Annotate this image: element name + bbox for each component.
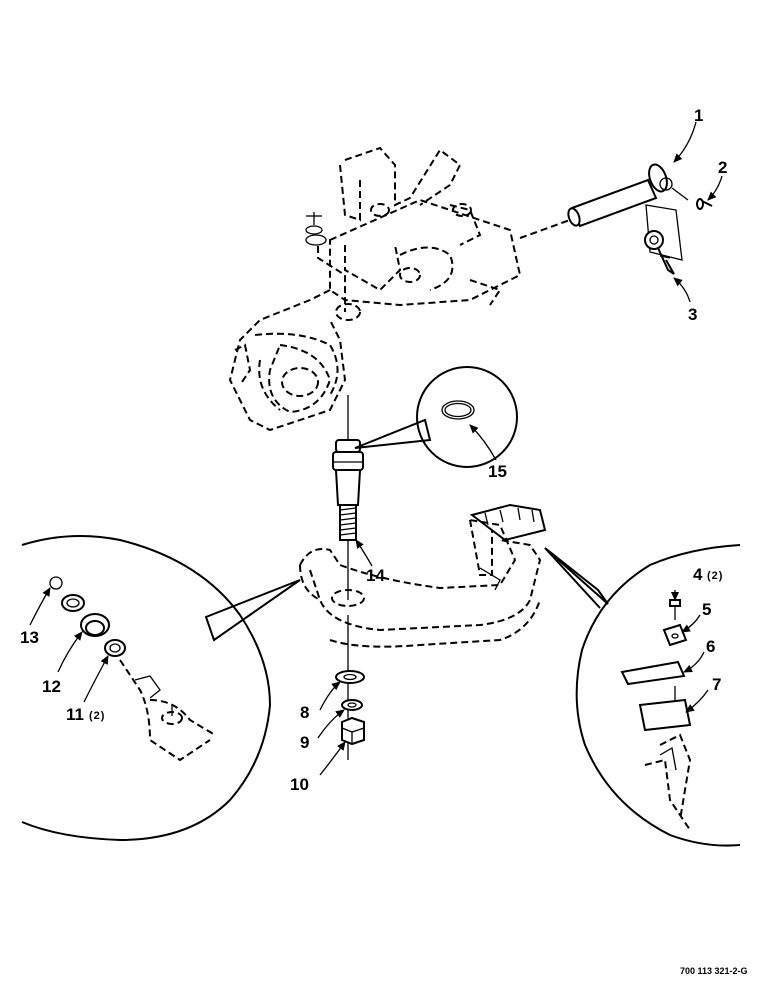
leader-lines — [29, 121, 723, 776]
callout-11: 11 — [66, 705, 84, 724]
callout-9: 9 — [300, 733, 309, 752]
document-id: 700 113 321-2-G — [680, 966, 748, 976]
left-detail-view — [21, 535, 301, 842]
callout-1: 1 — [694, 106, 703, 125]
o-ring-detail-view — [354, 366, 518, 468]
upper-frame-bracket — [228, 146, 522, 432]
right-detail-view — [544, 544, 741, 847]
callout-4: 4 — [693, 565, 703, 584]
callout-11-quantity: (2) — [89, 710, 105, 722]
callout-15: 15 — [488, 462, 507, 481]
callout-8: 8 — [300, 703, 309, 722]
callout-7: 7 — [712, 675, 721, 694]
callout-2: 2 — [718, 158, 727, 177]
callout-14: 14 — [366, 566, 385, 585]
callout-13: 13 — [20, 628, 39, 647]
callout-5: 5 — [702, 600, 711, 619]
callout-4-quantity: (2) — [707, 570, 723, 582]
frame-fastener — [305, 212, 346, 312]
spindle — [332, 395, 364, 600]
callout-10: 10 — [290, 775, 309, 794]
callout-3: 3 — [688, 305, 697, 324]
callout-6: 6 — [706, 637, 715, 656]
callout-12: 12 — [42, 677, 61, 696]
pin-assembly — [519, 163, 713, 275]
spindle-hardware — [335, 615, 365, 760]
lower-steering-arm — [299, 503, 547, 648]
